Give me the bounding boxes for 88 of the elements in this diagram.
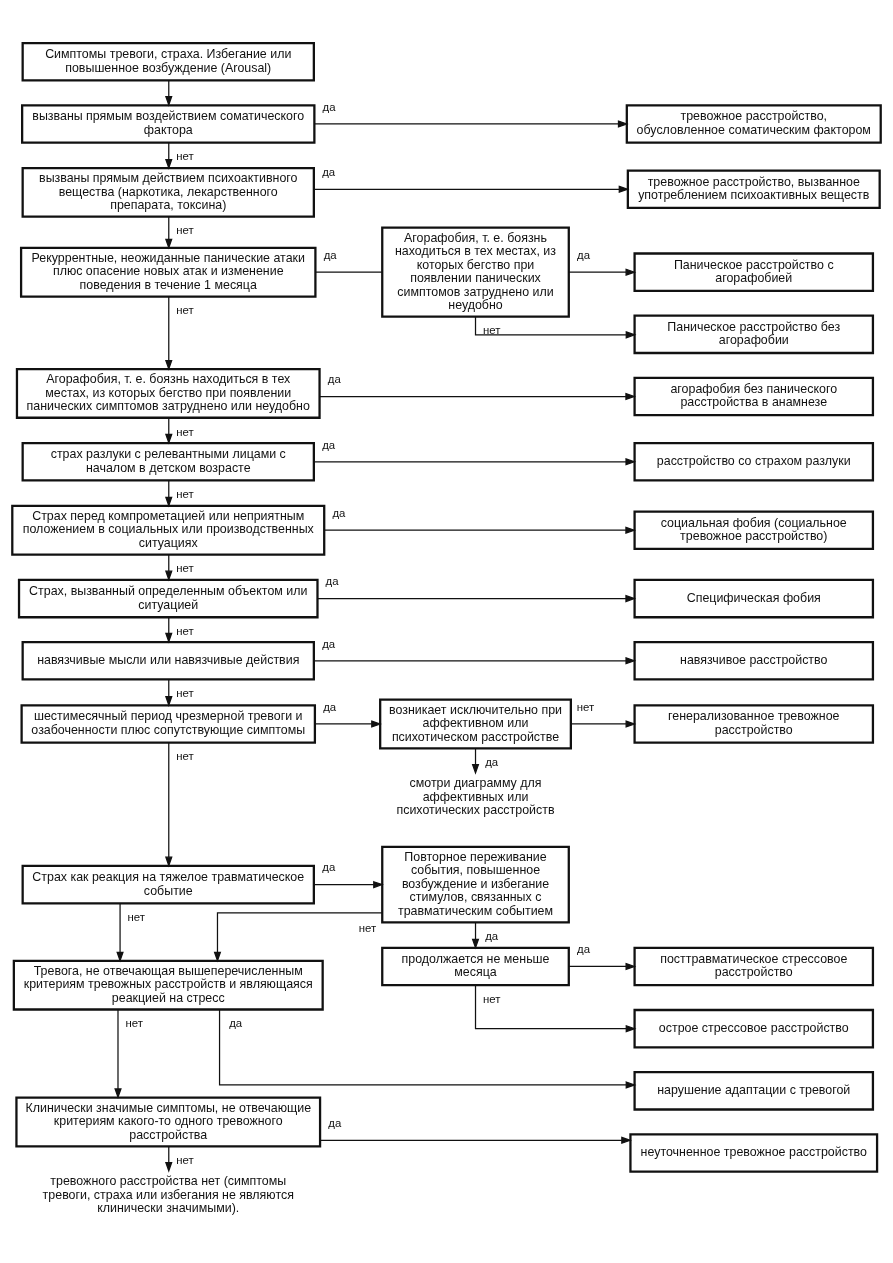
edge-label: да — [322, 637, 336, 650]
node-box: острое стрессовое расстройство — [633, 1008, 875, 1049]
edge-label: да — [322, 100, 336, 113]
node-box: Паническое расстройство с агорафобией — [633, 252, 875, 292]
node-box: расстройство со страхом разлуки — [633, 442, 875, 482]
node-box: Страх как реакция на тяжелое травматическое событие — [21, 864, 315, 905]
node-box: продолжается не меньше месяца — [381, 946, 570, 987]
edge-label: нет — [176, 562, 194, 575]
node-box: тревожное расстройство, обусловленное соматическим фактором — [625, 104, 882, 144]
node-box: генерализованное тревожное расстройство — [633, 704, 875, 744]
node-box: нарушение адаптации с тревогой — [633, 1071, 875, 1111]
node-box: шестимесячный период чрезмерной тревоги и озабоченности плюс сопутствующие симптомы — [20, 704, 317, 744]
node-box: Агорафобия, т. е. боязнь находиться в тех местах, из которых бегство при появлении панических симптомов затруднено или неудобно — [15, 367, 321, 419]
edge-label: нет — [176, 304, 194, 317]
arrow — [570, 720, 637, 728]
edge-label: нет — [176, 1153, 194, 1166]
arrow — [313, 120, 629, 128]
node-box: посттравматическое стрессовое расстройство — [633, 946, 875, 987]
node-box: вызваны прямым воздействием соматического фактора — [21, 104, 316, 144]
node-box: Агорафобия, т. е. боязнь находиться в тех местах, из которых бегство при появлении панических симптомов затруднено или неудобно — [381, 226, 570, 318]
node-box: навязчивые мысли или навязчивые действия — [21, 641, 315, 681]
edge-label: да — [323, 700, 337, 713]
node-box: социальная фобия (социальное тревожное расстройство) — [633, 510, 875, 550]
arrow — [474, 984, 637, 1033]
edge-label: нет — [176, 425, 194, 438]
node-box: Тревога, не отвечающая вышеперечисленным критериям тревожных расстройств и являющаяся реакцией на стресс — [12, 959, 324, 1011]
edge-label: да — [485, 755, 499, 768]
edge-label: нет — [576, 700, 595, 713]
node-box: Страх перед компрометацией или неприятным положением в социальных или производственных ситуациях — [11, 504, 326, 556]
edge-label: да — [325, 575, 339, 588]
edge-label: да — [229, 1017, 243, 1030]
node-box: Повторное переживание события, повышенное возбуждение и избегание стимулов, связанных с травматическим событием — [381, 845, 570, 924]
arrow — [314, 720, 382, 728]
edge-label: нет — [176, 687, 194, 700]
edge-label: нет — [358, 921, 377, 934]
edge-label: да — [328, 1117, 342, 1130]
edge-label: да — [327, 373, 341, 386]
arrow — [114, 1008, 122, 1100]
arrow — [218, 1009, 637, 1089]
edge-label: да — [577, 943, 590, 956]
edge-label: да — [577, 248, 590, 261]
arrow — [319, 392, 637, 401]
edge-label: нет — [176, 224, 194, 237]
edge-label: да — [322, 165, 336, 178]
edge-label: нет — [482, 324, 501, 337]
edge-label: нет — [176, 487, 194, 500]
node-text: тревожного расстройства нет (симптомы тревоги, страха или избегания не являются клинически значимыми). — [42, 1174, 294, 1216]
arrow — [568, 268, 637, 276]
edge-label: нет — [176, 750, 194, 763]
arrow — [313, 657, 637, 665]
arrow — [474, 316, 637, 339]
arrow — [316, 594, 637, 603]
edge-label: да — [323, 248, 337, 261]
node-box: Паническое расстройство без агорафобии — [633, 314, 875, 355]
node-text: смотри диаграмму для аффективных или психотических расстройств — [396, 776, 555, 818]
node-box: Специфическая фобия — [633, 578, 875, 619]
arrow — [313, 185, 630, 194]
arrow — [568, 962, 637, 971]
node-box: тревожное расстройство, вызванное употреблением психоактивных веществ — [626, 169, 881, 210]
arrow — [165, 296, 173, 371]
node-box: агорафобия без панического расстройства в анамнезе — [633, 376, 875, 417]
node-box: страх разлуки с релевантными лицами с началом в детском возрасте — [21, 442, 315, 482]
node-box: Клинически значимые симптомы, не отвечающие критериям какого-то одного тревожного расстройства — [15, 1096, 322, 1148]
node-box: возникает исключительно при аффективном или психотическом расстройстве — [379, 698, 572, 750]
arrow — [313, 880, 384, 889]
arrow — [323, 526, 637, 534]
edge-label: нет — [125, 1017, 143, 1030]
edge-label: да — [485, 930, 499, 943]
node-box: навязчивое расстройство — [633, 641, 875, 681]
arrow — [213, 912, 383, 963]
edge-label: да — [322, 438, 336, 451]
node-box: неуточненное тревожное расстройство — [629, 1133, 879, 1173]
node-box: Страх, вызванный определенным объектом или ситуацией — [17, 578, 319, 619]
edge-label: нет — [482, 992, 501, 1005]
arrow — [116, 902, 124, 963]
edge-label: нет — [127, 910, 145, 923]
edge-label: нет — [176, 624, 194, 637]
node-box: Рекуррентные, неожиданные панические атаки плюс опасение новых атак и изменение поведения в течение 1 месяца — [19, 246, 317, 298]
edge-label: да — [322, 861, 336, 874]
node-box: вызваны прямым действием психоактивного вещества (наркотика, лекарственного препарата, токсина) — [21, 166, 315, 218]
node-box: Симптомы тревоги, страха. Избегание или повышенное возбуждение (Arousal) — [21, 42, 315, 82]
edge-label: нет — [176, 150, 194, 163]
arrow — [165, 216, 173, 250]
arrow — [319, 1136, 632, 1145]
connector — [314, 271, 383, 273]
arrow — [313, 458, 637, 466]
arrow — [165, 742, 173, 868]
edge-label: да — [332, 506, 346, 519]
